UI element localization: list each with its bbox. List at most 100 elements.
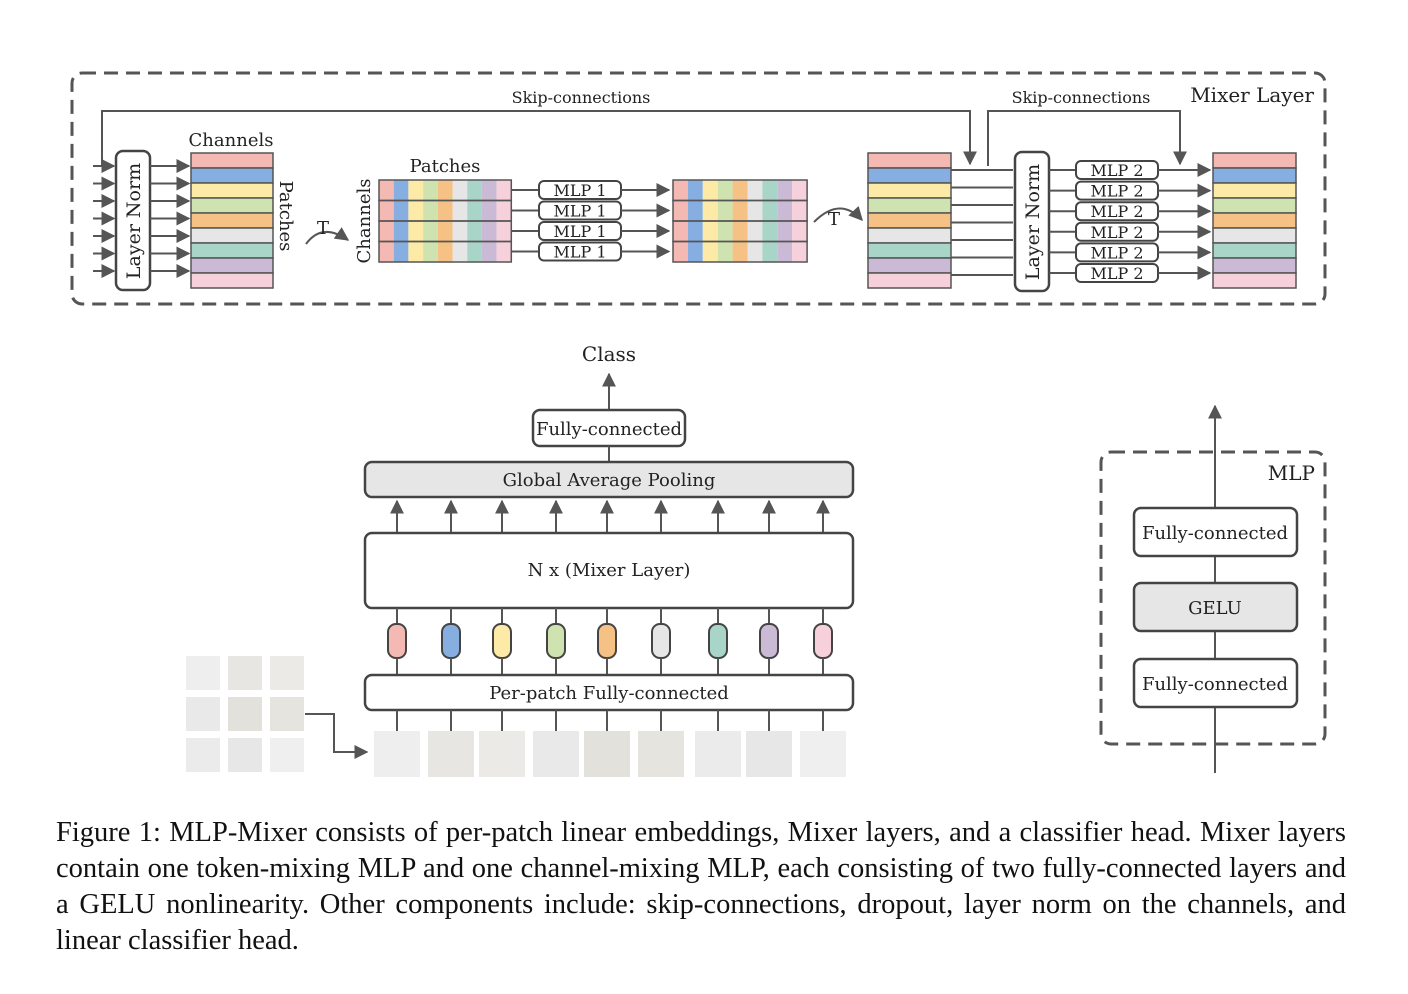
token-5 [597, 623, 617, 659]
stack2-row-2 [867, 167, 952, 184]
figure-caption: Figure 1: MLP-Mixer consists of per-patc… [56, 817, 1346, 956]
mlp2-label-3: MLP 2 [1090, 202, 1143, 221]
stack1-row-2 [190, 167, 274, 184]
token-4 [546, 623, 566, 659]
stack2-to-layernorm-lines [951, 169, 1013, 276]
patch-8 [746, 731, 792, 777]
stack2-row-6 [867, 227, 952, 244]
pooling-arrows [390, 499, 830, 533]
mlp-fc-top-label: Fully-connected [1142, 523, 1288, 544]
stack3-row-9 [1212, 272, 1297, 289]
patch-9 [800, 731, 846, 777]
stack3-row-7 [1212, 242, 1297, 259]
channels-label-top: Channels [189, 130, 274, 151]
layer-norm-1-arrows [150, 159, 191, 278]
patch-6 [638, 731, 684, 777]
stack1-row-1 [190, 152, 274, 169]
layer-norm-1: Layer Norm [114, 149, 152, 292]
mlp2-label-1: MLP 2 [1090, 161, 1143, 180]
stack1-row-6 [190, 227, 274, 244]
stack3-row-3 [1212, 182, 1297, 199]
token-9 [813, 623, 833, 659]
class-label: Class [582, 342, 636, 366]
mlp-fc-top: Fully-connected [1132, 506, 1299, 558]
image-patch-9 [270, 738, 304, 772]
fully-connected-head: Fully-connected [531, 408, 687, 448]
skip-connections-label-1: Skip-connections [512, 88, 651, 107]
stack3-row-8 [1212, 257, 1297, 274]
mlp-block-border [1099, 450, 1327, 746]
patch-4 [533, 731, 579, 777]
fully-connected-head-label: Fully-connected [536, 419, 682, 440]
patches-label-side: Patches [275, 181, 296, 252]
token-3 [492, 623, 512, 659]
global-average-pooling: Global Average Pooling [363, 460, 855, 499]
mixer-layer-border [70, 71, 1327, 306]
mlp1-label-2: MLP 1 [553, 202, 606, 221]
mlp-gelu-label: GELU [1188, 598, 1242, 619]
mlp-fc-bottom: Fully-connected [1132, 657, 1299, 709]
mixer-layer-panel: Mixer Layer Skip-connections Skip-connec… [70, 71, 1327, 306]
transpose-2-label: T [828, 209, 840, 230]
stack1-row-9 [190, 272, 274, 289]
mixer-layer-title: Mixer Layer [1190, 83, 1314, 107]
image-to-patches-arrow [305, 713, 369, 759]
token-7 [708, 623, 728, 659]
image-patch-1 [186, 656, 220, 690]
stack2-row-8 [867, 257, 952, 274]
layer-norm-2-label: Layer Norm [1022, 164, 1044, 280]
stack1-row-5 [190, 212, 274, 229]
token-1 [387, 623, 407, 659]
mixer-layer-stack-label: N x (Mixer Layer) [528, 560, 691, 581]
per-patch-fully-connected-label: Per-patch Fully-connected [489, 683, 729, 704]
mlp1-label-4: MLP 1 [553, 243, 606, 262]
stack2-row-1 [867, 152, 952, 169]
stack3-row-5 [1212, 212, 1297, 229]
stack2-row-7 [867, 242, 952, 259]
image-patch-8 [228, 738, 262, 772]
input-image-patches [186, 656, 304, 772]
token-6 [651, 623, 671, 659]
global-average-pooling-label: Global Average Pooling [503, 470, 716, 491]
stack3-row-1 [1212, 152, 1297, 169]
patch-5 [584, 731, 630, 777]
transpose-1: T [305, 218, 350, 245]
transpose-1-label: T [317, 218, 329, 239]
mlp-block-title: MLP [1268, 461, 1315, 485]
stack2-row-5 [867, 212, 952, 229]
stack1-row-4 [190, 197, 274, 214]
layer-norm-2: Layer Norm [1013, 150, 1051, 293]
mlp-gelu: GELU [1132, 581, 1299, 633]
mlp2-label-2: MLP 2 [1090, 182, 1143, 201]
token-8 [759, 623, 779, 659]
skip-connection-1: Skip-connections [101, 88, 977, 166]
stack1-row-7 [190, 242, 274, 259]
image-patch-3 [270, 656, 304, 690]
input-arrows [93, 159, 116, 278]
mlp2-label-4: MLP 2 [1090, 223, 1143, 242]
image-patch-4 [186, 697, 220, 731]
image-patch-2 [228, 656, 262, 690]
mixer-layer-stack: N x (Mixer Layer) [363, 531, 855, 610]
main-architecture: Class Fully-connected Global Average Poo… [186, 342, 855, 777]
patch-2 [428, 731, 474, 777]
mlp2-label-6: MLP 2 [1090, 264, 1143, 283]
skip-connection-2: Skip-connections [987, 88, 1187, 166]
token-grid-1 [378, 179, 513, 263]
mlp-block: MLP Fully-connected GELU Fully-connected [1099, 404, 1327, 773]
mlp1-label-1: MLP 1 [553, 181, 606, 200]
transpose-2: T [813, 205, 863, 230]
token-stack-3 [1212, 152, 1297, 289]
mlp2-label-5: MLP 2 [1090, 243, 1143, 262]
mlp1-label-3: MLP 1 [553, 222, 606, 241]
stack1-row-3 [190, 182, 274, 199]
stack3-row-6 [1212, 227, 1297, 244]
patch-1 [374, 731, 420, 777]
token-stack-2 [867, 152, 952, 289]
flattened-patch-sequence [374, 710, 846, 777]
token-grid-2 [672, 179, 808, 263]
image-patch-5 [228, 697, 262, 731]
